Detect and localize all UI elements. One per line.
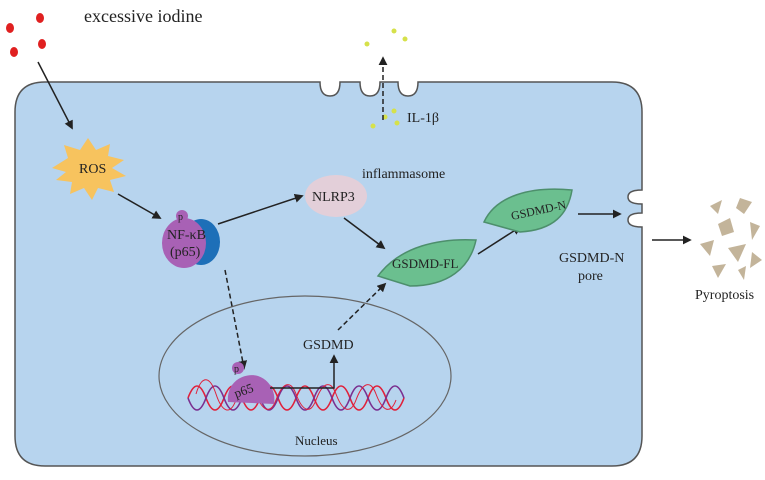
nfkb-p65-label: (p65)	[170, 245, 201, 260]
p65-phospho-label: p	[234, 364, 239, 375]
iodine-dot	[10, 47, 18, 57]
il1b-dot	[370, 123, 376, 129]
il1b-dot	[402, 36, 408, 42]
nfkb-complex: p NF-κB (p65)	[162, 210, 220, 268]
nlrp3-inflammasome	[305, 175, 367, 217]
p65-phospho-circle	[232, 362, 244, 374]
ros-label: ROS	[79, 162, 106, 177]
gsdmd-to-gsdmd-fl-arrow	[337, 282, 387, 331]
ros-burst	[52, 138, 126, 200]
iodine-dot	[36, 13, 44, 23]
il1b-dot	[391, 108, 397, 114]
ros-to-nfkb-arrow	[117, 193, 162, 219]
dna-helix	[187, 379, 405, 411]
pyroptosis-debris	[700, 198, 762, 280]
dna-strand-red-2	[195, 379, 397, 411]
iodine-dot	[38, 39, 46, 49]
il1b-particles	[364, 28, 408, 129]
gsdmd-n-pore-label-line1: GSDMD-N	[559, 251, 624, 266]
nfkb-to-nlrp3-arrow	[217, 194, 304, 225]
il1b-dot	[364, 41, 370, 47]
gsdmd-fl-shape	[376, 238, 477, 287]
debris-fragment	[736, 198, 752, 214]
p65-on-dna: p p65	[227, 362, 275, 404]
debris-fragment	[718, 218, 734, 236]
gsdmd-fl-label: GSDMD-FL	[392, 256, 459, 271]
pyroptosis-label: Pyroptosis	[695, 288, 754, 303]
il1b-label: IL-1β	[407, 111, 439, 126]
debris-fragment	[750, 252, 762, 268]
gsdmd-fl-to-gsdmd-n-arrow	[477, 226, 522, 255]
dna-strand-purple	[187, 385, 405, 411]
nfkb-phospho-circle	[176, 210, 188, 222]
debris-fragment	[712, 264, 726, 278]
debris-fragment	[750, 222, 760, 240]
debris-fragment	[728, 244, 746, 262]
iodine-particles	[6, 13, 46, 57]
il1b-dot	[391, 28, 397, 34]
nucleus-label: Nucleus	[295, 433, 338, 448]
nlrp3-label: NLRP3	[312, 190, 355, 205]
gsdmd-n-shape	[482, 188, 573, 233]
nfkb-label: NF-κB	[167, 228, 206, 243]
transcription-arrow	[270, 354, 339, 389]
debris-fragment	[700, 240, 714, 256]
debris-fragment	[738, 266, 746, 280]
inflammasome-label: inflammasome	[362, 167, 445, 182]
il1b-dot	[394, 120, 400, 126]
nucleus	[158, 295, 452, 457]
iodine-to-ros-arrow	[37, 61, 73, 130]
excessive-iodine-label: excessive iodine	[84, 6, 202, 26]
nlrp3-to-gsdmd-fl-arrow	[343, 217, 386, 250]
nfkb-phospho-label: p	[178, 212, 183, 223]
gsdmd-gene-label: GSDMD	[303, 338, 354, 353]
iodine-dot	[6, 23, 14, 33]
nfkb-to-nucleus-arrow	[224, 269, 248, 370]
p65-shape	[227, 375, 275, 404]
nfkb-purple-subunit	[162, 218, 206, 268]
gsdmd-n-pore-label-line2: pore	[578, 269, 603, 284]
debris-fragment	[710, 200, 722, 214]
p65-label: p65	[232, 380, 255, 401]
